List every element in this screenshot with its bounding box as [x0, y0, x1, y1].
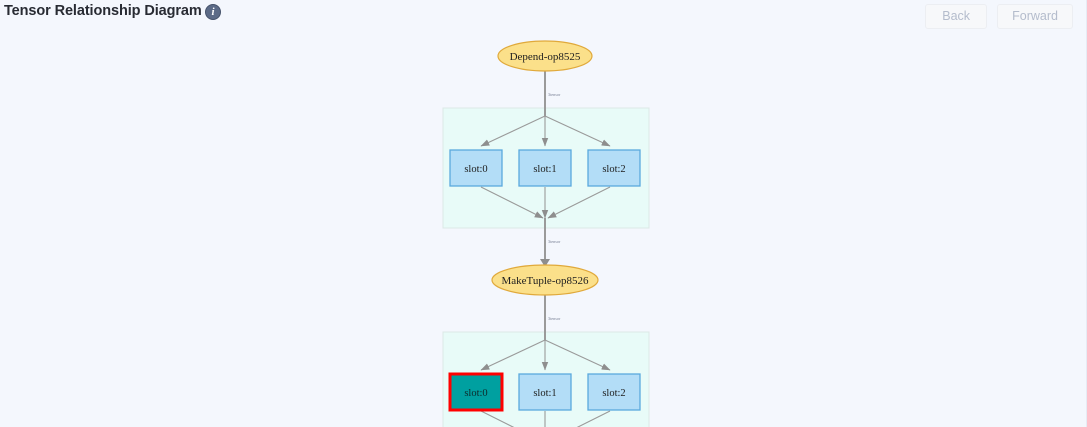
top-slot-2-label: slot:2: [602, 164, 625, 175]
node-depend-label: Depend-op8525: [510, 51, 581, 63]
edge-to-top-slot-0: [480, 115, 546, 147]
info-icon[interactable]: i: [205, 4, 221, 20]
edge-label-2: 3tensor: [548, 239, 561, 244]
graph-canvas[interactable]: Depend-op8525 MakeTuple-op8526 slot:0 sl…: [0, 28, 1086, 427]
top-slot-2[interactable]: slot:2: [587, 149, 641, 187]
edge-arrowhead-maketuple: [540, 259, 550, 267]
back-button[interactable]: Back: [925, 4, 988, 29]
edge-to-top-slot-2: [544, 115, 611, 147]
navigation-buttons: Back Forward: [925, 4, 1073, 29]
top-slot-0[interactable]: slot:0: [449, 149, 503, 187]
page-title: Tensor Relationship Diagram: [4, 3, 202, 19]
bottom-slot-2-label: slot:2: [602, 388, 625, 399]
bottom-slot-2[interactable]: slot:2: [587, 373, 641, 411]
node-maketuple[interactable]: MakeTuple-op8526: [491, 264, 599, 296]
page-header: Tensor Relationship Diagram i Back Forwa…: [0, 0, 1086, 29]
edge-label-1: 3tensor: [548, 92, 561, 97]
bottom-slot-1-label: slot:1: [533, 388, 556, 399]
bottom-slot-0[interactable]: slot:0: [448, 372, 504, 412]
edge-to-bottom-slot-0: [480, 339, 546, 371]
top-slot-0-label: slot:0: [464, 164, 487, 175]
node-depend[interactable]: Depend-op8525: [497, 40, 593, 72]
bottom-slot-1[interactable]: slot:1: [518, 373, 572, 411]
bottom-slot-0-label: slot:0: [464, 388, 487, 399]
node-maketuple-label: MakeTuple-op8526: [502, 275, 589, 287]
forward-button[interactable]: Forward: [997, 4, 1073, 29]
edge-to-bottom-slot-2: [544, 339, 611, 371]
edge-from-top-slot-0: [480, 186, 544, 219]
edge-from-top-slot-2: [547, 186, 611, 219]
top-slot-1-label: slot:1: [533, 164, 556, 175]
edge-label-3: 3tensor: [548, 316, 561, 321]
top-slot-1[interactable]: slot:1: [518, 149, 572, 187]
